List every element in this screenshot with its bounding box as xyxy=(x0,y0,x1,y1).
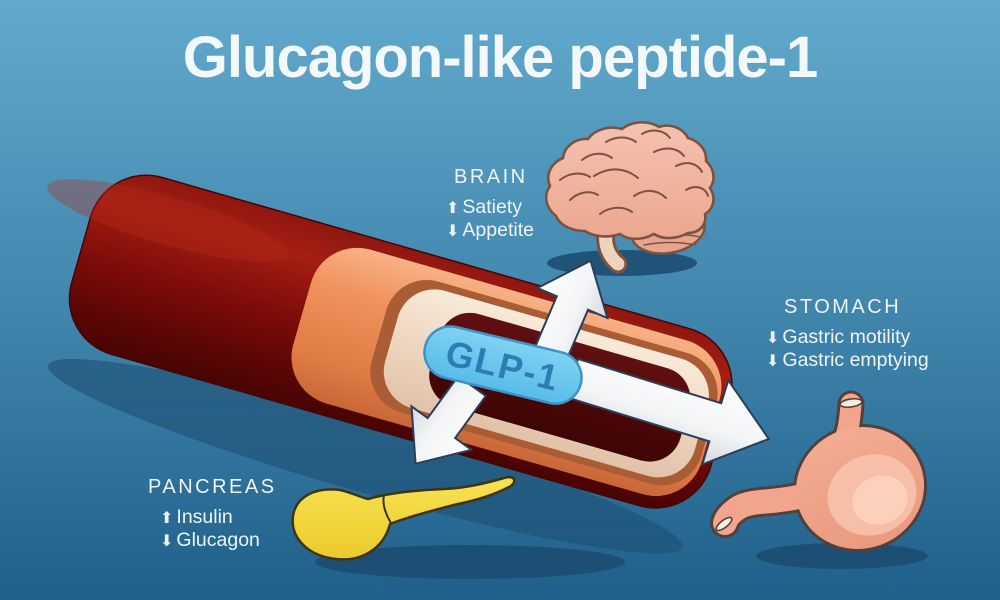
effect-label: Gastric emptying xyxy=(782,349,929,371)
effect-label: Gastric motility xyxy=(782,326,911,348)
stomach-illustration xyxy=(710,390,928,552)
pancreas-name: PANCREAS xyxy=(148,476,277,498)
pancreas-illustration xyxy=(291,475,516,561)
stomach-effect-motility: ⬇ Gastric motility xyxy=(766,326,929,349)
page-title: Glucagon-like peptide-1 xyxy=(182,25,818,90)
effect-arrows xyxy=(410,259,771,467)
stomach-name: STOMACH xyxy=(784,296,902,318)
decrease-arrow-icon: ⬇ xyxy=(766,328,780,347)
vessel-shadow xyxy=(47,358,683,554)
effect-label: Appetite xyxy=(462,219,534,241)
brain-illustration xyxy=(544,121,715,274)
brain-effect-appetite: ⬇ Appetite xyxy=(446,219,534,242)
decrease-arrow-icon: ⬇ xyxy=(766,351,780,370)
brain-sulci xyxy=(559,129,709,215)
pancreas-crease xyxy=(382,494,392,524)
effect-label: Insulin xyxy=(176,506,233,528)
arrow-to-stomach xyxy=(564,357,771,467)
pancreas-label-block: PANCREAS ⬆ Insulin ⬇ Glucagon xyxy=(148,476,277,552)
effect-label: Glucagon xyxy=(176,529,260,551)
decrease-arrow-icon: ⬇ xyxy=(160,531,174,550)
stomach-label-block: STOMACH ⬇ Gastric motility ⬇ Gastric emp… xyxy=(766,296,929,372)
pancreas-body xyxy=(291,475,516,561)
effect-label: Satiety xyxy=(462,196,523,218)
esophagus-opening xyxy=(839,397,863,409)
glp1-pill-capsule xyxy=(423,325,583,405)
stomach-shadow xyxy=(756,543,928,569)
decrease-arrow-icon: ⬇ xyxy=(446,221,460,240)
arrow-to-pancreas xyxy=(410,374,488,465)
artery-cap-highlight xyxy=(47,179,288,263)
pancreas-effect-glucagon: ⬇ Glucagon xyxy=(160,529,277,552)
increase-arrow-icon: ⬆ xyxy=(160,508,174,527)
brain-name: BRAIN xyxy=(454,166,528,188)
increase-arrow-icon: ⬆ xyxy=(446,198,460,217)
brain-label-block: BRAIN ⬆ Satiety ⬇ Appetite xyxy=(446,166,534,242)
cerebrum xyxy=(544,121,715,241)
duodenum-opening xyxy=(715,516,733,532)
stomach-effect-emptying: ⬇ Gastric emptying xyxy=(766,349,929,372)
pancreas-effect-insulin: ⬆ Insulin xyxy=(160,506,277,529)
brain-effect-satiety: ⬆ Satiety xyxy=(446,196,534,219)
pancreas-shadow xyxy=(315,545,625,579)
